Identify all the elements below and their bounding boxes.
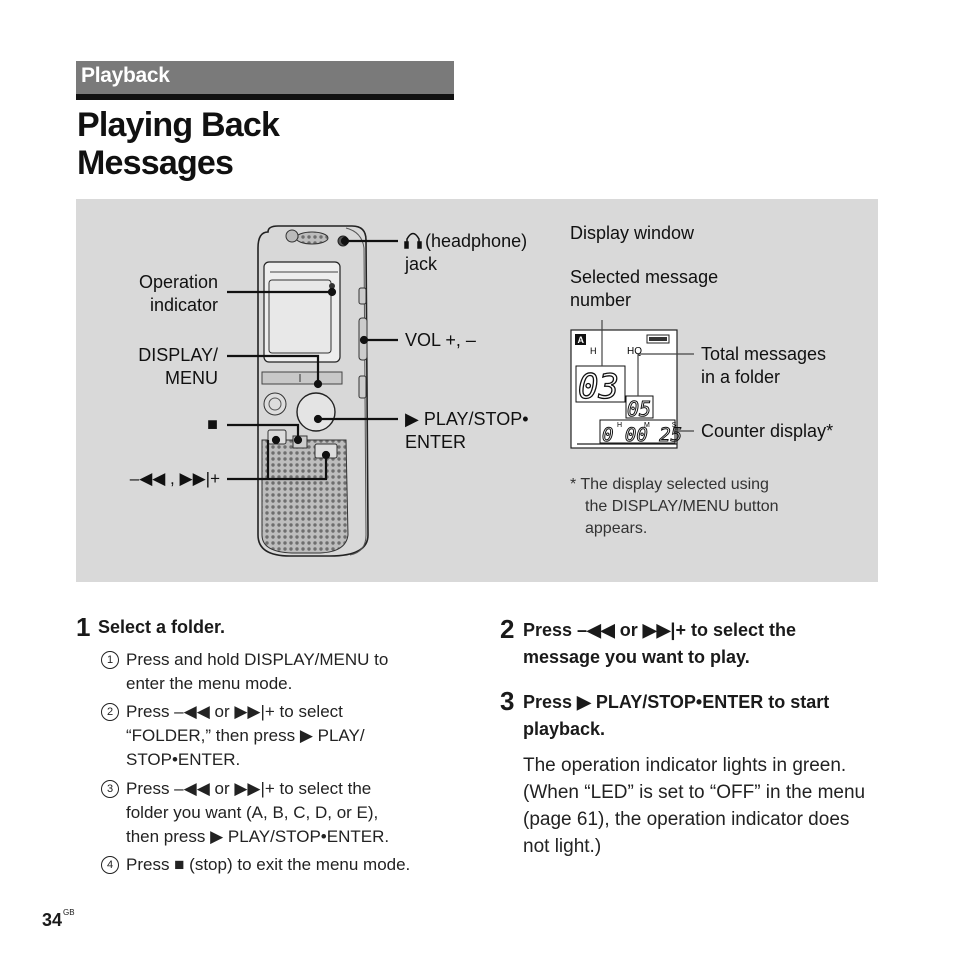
label-play-stop: ▶ PLAY/STOP• ENTER bbox=[405, 409, 529, 452]
label-headphone-jack: jack bbox=[405, 254, 438, 274]
page-suffix: GB bbox=[63, 908, 75, 917]
voice-recorder-device bbox=[257, 225, 369, 557]
lcd-leader-lines bbox=[601, 320, 694, 432]
page-title: Playing Back Messages bbox=[77, 106, 280, 182]
title-line-2: Messages bbox=[77, 144, 234, 182]
step-1-title: Select a folder. bbox=[98, 617, 226, 637]
step-3-number: 3 bbox=[500, 686, 515, 716]
figure-footnote: * The display selected using the DISPLAY… bbox=[570, 476, 779, 537]
step-3-title: Press ▶ PLAY/STOP•ENTER to start playbac… bbox=[523, 692, 830, 739]
lcd-hq: HQ bbox=[627, 346, 642, 357]
lcd-total-number: 05 bbox=[627, 397, 651, 421]
leader-lines bbox=[227, 236, 398, 481]
step-2-number: 2 bbox=[500, 614, 515, 644]
label-headphone: (headphone) bbox=[425, 231, 528, 251]
label-selected-message: Selected message number bbox=[570, 267, 719, 310]
substep-3-text: Press –◀◀ or ▶▶|+ to select the folder y… bbox=[126, 779, 390, 846]
substep-2-text: Press –◀◀ or ▶▶|+ to select “FOLDER,” th… bbox=[126, 702, 365, 769]
section-header: Playback bbox=[76, 61, 454, 94]
label-stop: ■ bbox=[207, 414, 218, 434]
label-display-menu: DISPLAY/ MENU bbox=[138, 345, 218, 388]
label-vol: VOL +, – bbox=[405, 330, 476, 350]
title-line-1: Playing Back bbox=[77, 106, 280, 144]
substep-4-marker: 4 bbox=[101, 856, 119, 874]
substep-1-text: Press and hold DISPLAY/MENU to enter the… bbox=[126, 650, 389, 693]
lcd-folder-letter: A bbox=[578, 335, 585, 345]
step-3-description: The operation indicator lights in green.… bbox=[523, 755, 866, 857]
page-number: 34GB bbox=[42, 908, 75, 930]
substep-2-marker: 2 bbox=[101, 703, 119, 721]
step-2-title: Press –◀◀ or ▶▶|+ to select the message … bbox=[523, 620, 797, 667]
label-operation-indicator: Operation indicator bbox=[138, 272, 218, 315]
lcd-selected-number: 03 bbox=[578, 367, 619, 407]
label-prev-next: –◀◀ , ▶▶|+ bbox=[129, 469, 220, 488]
figure-panel bbox=[76, 199, 878, 582]
label-display-window: Display window bbox=[570, 223, 695, 243]
lcd-display: A H HQ 03 05 0 00 25 H M S bbox=[570, 329, 686, 449]
substep-1-marker: 1 bbox=[101, 651, 119, 669]
label-total-messages: Total messages in a folder bbox=[701, 344, 827, 387]
substep-3-marker: 3 bbox=[101, 780, 119, 798]
lcd-counter: 0 00 25 bbox=[602, 424, 682, 446]
label-counter-display: Counter display* bbox=[701, 421, 834, 441]
step-1-number: 1 bbox=[76, 612, 91, 642]
section-label: Playback bbox=[81, 64, 170, 87]
substep-4-text: Press ■ (stop) to exit the menu mode. bbox=[126, 855, 411, 874]
section-rule bbox=[76, 94, 454, 100]
headphone-icon bbox=[404, 232, 422, 249]
lcd-small-h: H bbox=[590, 346, 597, 356]
lcd-hms: H M S bbox=[617, 422, 686, 429]
